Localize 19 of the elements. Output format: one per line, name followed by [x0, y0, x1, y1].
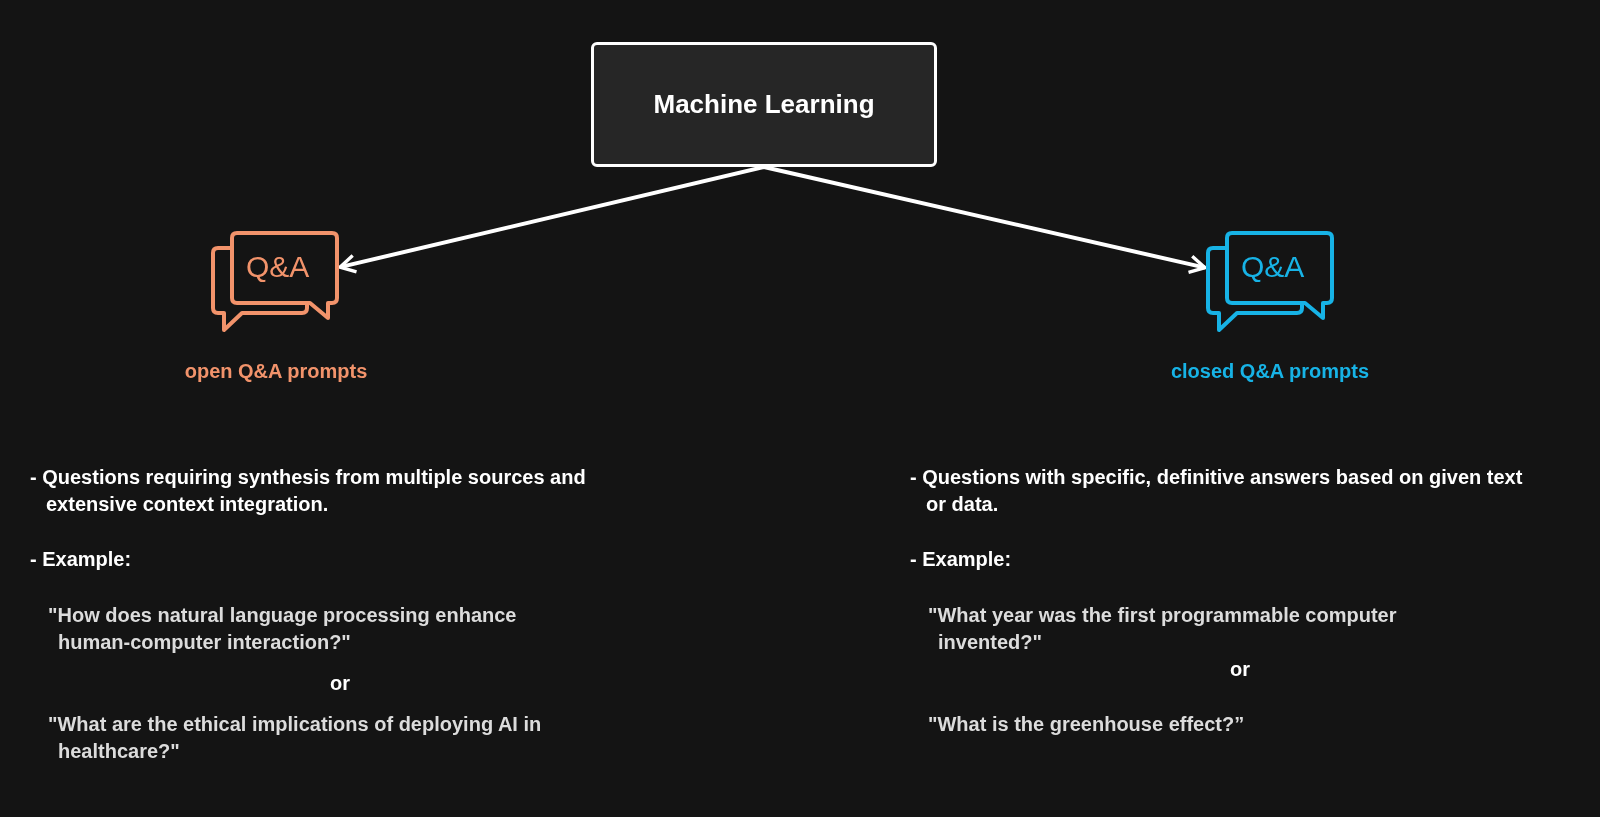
description: - Questions with specific, definitive answers based on given text or data. [910, 465, 1524, 517]
node-label: closed Q&A prompts [1170, 360, 1370, 383]
description: - Example: [910, 547, 1013, 572]
description: - Questions requiring synthesis from multiple sources and extensive context integration. [30, 465, 587, 517]
speech-bubble [1205, 230, 1335, 335]
arrow [763, 165, 1207, 275]
process-box: Machine Learning [591, 42, 937, 167]
example-question: "What year was the first programmable computer invented?" [928, 603, 1398, 655]
speech-bubble [210, 230, 340, 335]
arrow [338, 165, 765, 274]
separator-text: or [329, 671, 351, 696]
example-question: "What is the greenhouse effect?” [928, 712, 1246, 737]
example-question: "What are the ethical implications of deploying AI in healthcare?" [48, 712, 543, 764]
bubble-text: Q&A [1241, 250, 1305, 284]
node-label: open Q&A prompts [184, 360, 368, 383]
separator-text: or [1229, 657, 1251, 682]
example-question: "How does natural language processing enhance human-computer interaction?" [48, 603, 518, 655]
bubble-text: Q&A [246, 250, 310, 284]
description: - Example: [30, 547, 133, 572]
